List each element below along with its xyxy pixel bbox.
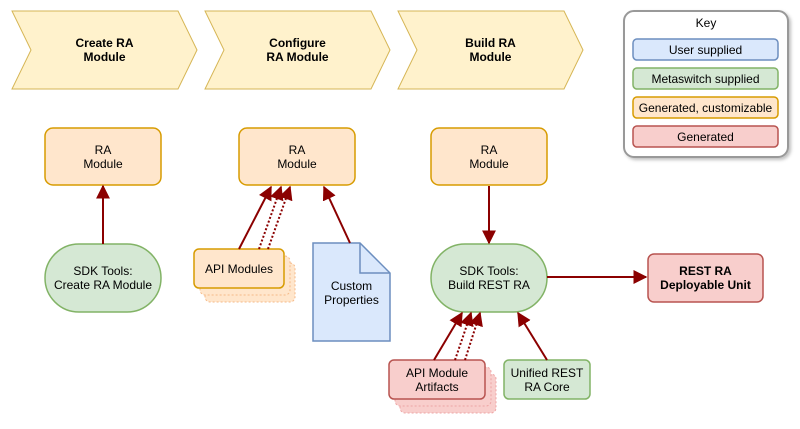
ra-module-box-1 [44, 127, 162, 186]
api-modules-box [193, 248, 285, 289]
sdk-create-shape [44, 243, 162, 313]
arrow-artifacts-dotted-1 [454, 311, 474, 361]
custom-properties-doc [312, 242, 391, 342]
arrow-artifacts-dotted-2 [464, 311, 483, 361]
api-artifacts-box [388, 359, 486, 400]
key-item-generated-customizable [632, 96, 779, 119]
arrow-artifacts-to-sdk-build [433, 311, 463, 361]
stage-chevron-2 [204, 10, 391, 90]
arrow-api-modules-dotted-1 [258, 185, 284, 250]
stage-chevron-1 [11, 10, 198, 90]
custom-properties-fold [359, 243, 390, 274]
arrow-custom-props-to-module [322, 185, 351, 244]
ra-module-box-2 [238, 127, 356, 186]
key-item-generated [632, 125, 779, 148]
arrow-api-modules-dotted-2 [267, 185, 293, 250]
key-title: Key [695, 16, 717, 30]
stage-chevron-3 [397, 10, 584, 90]
ra-module-box-3 [430, 127, 548, 186]
rest-ra-box [647, 253, 764, 303]
sdk-build-shape [430, 243, 548, 313]
key-item-user-supplied [632, 38, 779, 61]
arrow-core-to-sdk-build [517, 311, 548, 361]
unified-core-box [503, 359, 591, 400]
arrow-api-modules-to-module [238, 185, 272, 250]
key-item-metaswitch-supplied [632, 67, 779, 90]
